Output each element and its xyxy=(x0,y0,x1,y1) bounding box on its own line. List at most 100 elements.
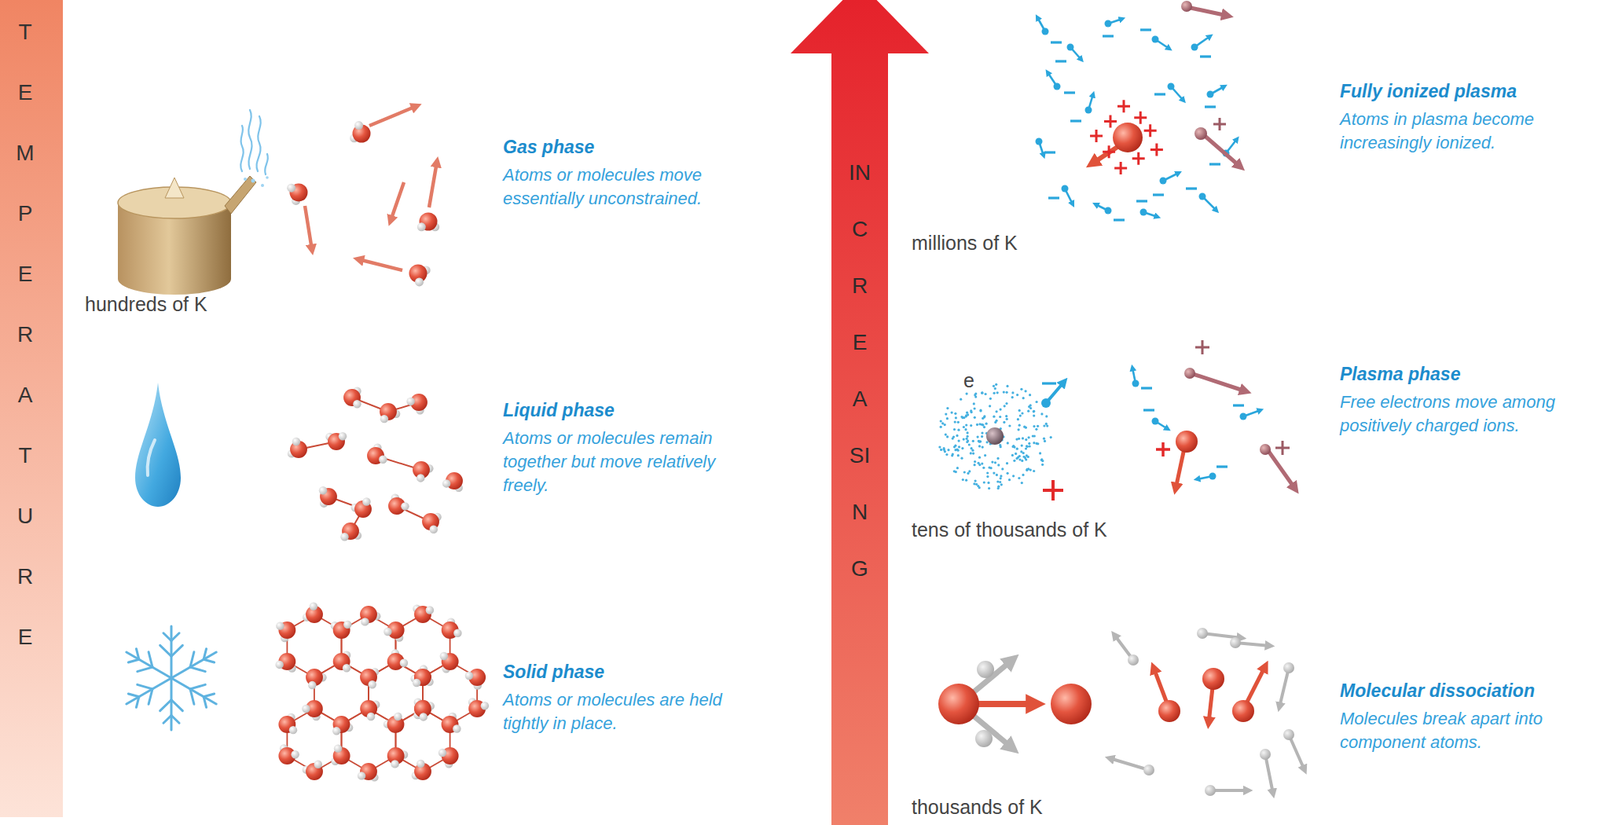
electron-cloud-dot xyxy=(978,486,981,489)
particle xyxy=(275,621,284,630)
lattice-bond xyxy=(395,614,450,678)
motion-arrow xyxy=(390,182,404,221)
electron-cloud-dot xyxy=(1045,425,1049,428)
electron-cloud-dot xyxy=(954,416,958,419)
electron-cloud-dot xyxy=(1018,458,1021,461)
increasing-arrow xyxy=(790,0,929,825)
electron-cloud-dot xyxy=(1003,404,1006,408)
particle xyxy=(453,629,462,638)
electron-cloud-dot xyxy=(1008,424,1011,427)
plus-sign xyxy=(1114,161,1127,175)
electron-cloud-dot xyxy=(966,431,969,434)
motion-arrow xyxy=(1203,135,1241,167)
snowflake-branch xyxy=(135,649,139,661)
motion-arrow xyxy=(1288,734,1305,771)
minus-sign xyxy=(1042,381,1057,385)
electron-cloud-dot xyxy=(999,474,1002,478)
particle xyxy=(393,712,402,721)
particle xyxy=(290,750,299,759)
electron-cloud-dot xyxy=(954,421,957,424)
particle xyxy=(1196,627,1208,639)
particle xyxy=(1232,700,1255,723)
electron-cloud-dot xyxy=(965,440,969,444)
electron-cloud-dot xyxy=(1028,444,1032,448)
electron-cloud-dot xyxy=(989,397,992,400)
particle xyxy=(390,759,399,768)
plus-sign xyxy=(1150,143,1164,157)
electron-cloud-dot xyxy=(954,448,957,452)
minus-sign xyxy=(1055,59,1067,63)
plus-sign xyxy=(1089,129,1103,143)
electron-cloud-dot xyxy=(996,391,999,394)
particle xyxy=(314,759,323,768)
electron-cloud-dot xyxy=(1006,441,1010,445)
dissociation-particles xyxy=(938,627,1305,797)
minus-sign xyxy=(1204,105,1216,108)
electron-cloud-dot xyxy=(1032,425,1035,428)
electron-cloud-dot xyxy=(1005,385,1009,388)
minus-sign xyxy=(1140,28,1152,31)
electron-cloud-dot xyxy=(954,470,958,474)
electron-cloud-dot xyxy=(946,417,949,420)
minus-sign xyxy=(1216,465,1228,468)
electron-cloud-dot xyxy=(994,383,998,386)
electron-cloud-dot xyxy=(978,440,981,444)
electron-cloud-dot xyxy=(1012,444,1015,448)
electron-cloud-dot xyxy=(972,452,975,456)
electron-cloud-dot xyxy=(983,425,986,429)
motion-arrow xyxy=(1210,788,1248,793)
electron-cloud-dot xyxy=(982,466,985,470)
particle xyxy=(429,525,438,534)
electron-cloud-dot xyxy=(992,415,995,419)
snowflake-branch xyxy=(148,652,153,668)
particle xyxy=(976,660,995,679)
particle xyxy=(333,744,342,753)
ionized-plasma-particles xyxy=(1035,0,1241,221)
electron-cloud-dot xyxy=(938,445,941,448)
particle xyxy=(1207,91,1215,99)
temperature-label: thousands of K xyxy=(911,796,1043,819)
particle xyxy=(1050,683,1092,725)
electron-cloud-dot xyxy=(961,478,965,481)
electron-cloud-dot xyxy=(941,422,944,425)
snowflake-arm xyxy=(171,678,217,705)
electron-cloud-dot xyxy=(977,462,980,465)
particle xyxy=(412,678,421,687)
particle xyxy=(286,183,296,193)
minus-sign xyxy=(1209,162,1221,166)
electron-cloud-dot xyxy=(1020,388,1023,391)
electron-cloud-dot xyxy=(957,445,961,448)
electron-cloud-dot xyxy=(1032,469,1035,473)
electron-cloud-dot xyxy=(1017,428,1021,431)
electron-cloud-dot xyxy=(979,408,982,412)
electron-cloud-dot xyxy=(1011,454,1014,457)
minus-sign xyxy=(1185,187,1197,190)
electron-cloud-dot xyxy=(1034,428,1038,431)
electron-cloud-dot xyxy=(939,425,943,429)
electron-cloud-dot xyxy=(953,428,956,431)
particle xyxy=(938,683,980,725)
electron-cloud-dot xyxy=(1011,391,1014,394)
electron-cloud-dot xyxy=(995,410,999,413)
electron-cloud-dot xyxy=(986,471,989,474)
particle xyxy=(1158,700,1181,723)
electron-cloud-dot xyxy=(977,440,980,443)
electron-cloud-dot xyxy=(1027,405,1031,408)
electron-cloud-dot xyxy=(965,411,969,415)
motion-arrow xyxy=(1279,667,1289,708)
electron-cloud-dot xyxy=(1027,410,1030,413)
electron-cloud-dot xyxy=(962,425,966,429)
snowflake-branch xyxy=(160,700,172,712)
electron-cloud-dot xyxy=(972,482,976,485)
electron-cloud-dot xyxy=(1012,474,1015,478)
electron-cloud-dot xyxy=(945,453,948,456)
electron-cloud-dot xyxy=(990,461,994,464)
electron-cloud-dot xyxy=(946,407,949,410)
particle xyxy=(352,400,361,408)
particle xyxy=(1085,106,1093,114)
electron-cloud-dot xyxy=(966,472,969,475)
particle xyxy=(360,617,369,626)
plus-sign xyxy=(1213,117,1226,131)
snowflake-branch xyxy=(190,689,195,705)
electron-cloud-dot xyxy=(1023,425,1026,429)
